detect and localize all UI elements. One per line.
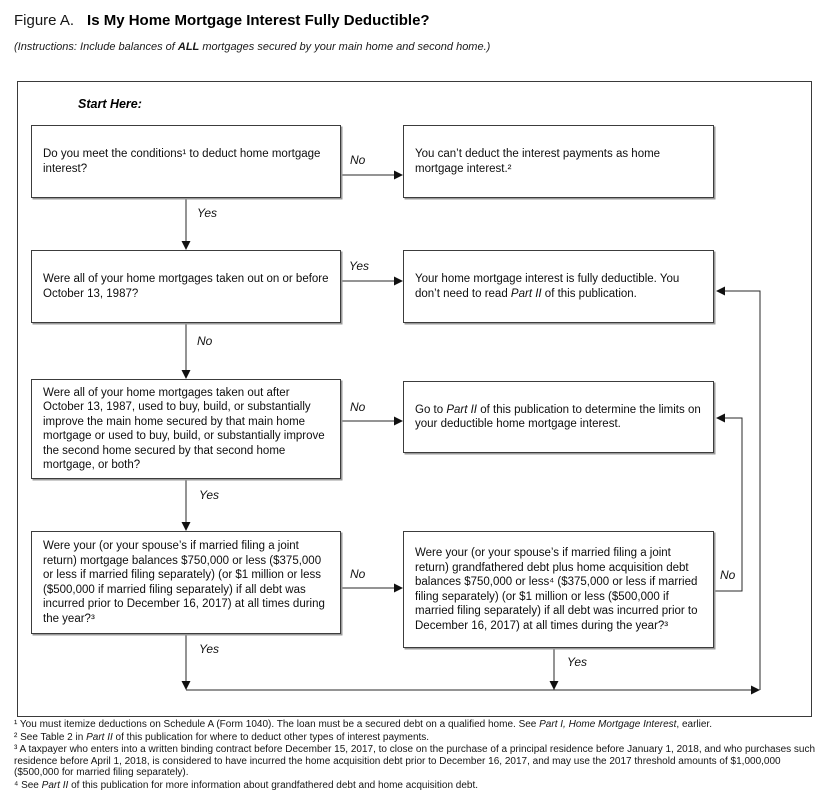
edge-label-no-box3: No (197, 334, 213, 348)
flow-box-cant-deduct-result: You can’t deduct the interest payments a… (403, 125, 714, 198)
box-text-segment: of this publication to determine the lim… (415, 403, 701, 431)
flow-box-buy-build-question: Were all of your home mortgages taken ou… (31, 379, 341, 479)
flowchart-frame: Start Here: Do you meet the conditions¹ … (17, 81, 812, 717)
box-text-segment: Your home mortgage interest is fully ded… (415, 273, 680, 300)
edge-label-yes-box7: Yes (199, 642, 220, 656)
instructions-text-end: mortgages secured by your main home and … (199, 41, 491, 53)
footnote-text: ² See Table 2 in (14, 731, 87, 743)
box-text: Go to Part II of this publication to det… (415, 403, 703, 432)
footnote-3: ³ A taxpayer who enters into a written b… (14, 744, 820, 779)
instructions-bold-text: ALL (177, 41, 200, 53)
edge-label-no-row1: No (350, 153, 366, 167)
flow-box-grandfathered-debt-question: Were your (or your spouse’s if married f… (403, 531, 714, 648)
figure-heading: Is My Home Mortgage Interest Fully Deduc… (87, 12, 430, 29)
edge-label-yes-row2: Yes (349, 259, 370, 273)
edge-label-yes-box5: Yes (199, 488, 220, 502)
box-text: Do you meet the conditions¹ to deduct ho… (43, 148, 321, 175)
flow-box-before-1987-question: Were all of your home mortgages taken ou… (31, 250, 341, 323)
box-text-segment: Go to (415, 403, 447, 416)
instructions-line: (Instructions: Include balances of ALL m… (14, 41, 490, 53)
instructions-text: (Instructions: Include balances of (14, 41, 178, 53)
footnote-text: of this publication for where to deduct … (112, 731, 430, 743)
box-text: Were your (or your spouse’s if married f… (415, 547, 698, 632)
box-text: Your home mortgage interest is fully ded… (415, 272, 703, 301)
box-text: You can’t deduct the interest payments a… (415, 148, 661, 175)
footnotes-block: ¹ You must itemize deductions on Schedul… (14, 719, 820, 793)
footnote-2: ² See Table 2 in Part II of this publica… (14, 732, 820, 744)
footnote-text: ³ A taxpayer who enters into a written b… (14, 744, 816, 779)
footnote-4: ⁴ See Part II of this publication for mo… (14, 780, 820, 792)
edge-label-yes-box1: Yes (197, 206, 218, 220)
footnote-italic: Part II (86, 731, 113, 743)
box-text-italic: Part II (446, 403, 478, 416)
footnote-text: ⁴ See (14, 779, 42, 791)
edge-label-yes-box8: Yes (567, 655, 588, 669)
footnote-1: ¹ You must itemize deductions on Schedul… (14, 719, 820, 731)
box-text: Were all of your home mortgages taken ou… (43, 386, 325, 472)
page-title: Figure A. Is My Home Mortgage Interest Fu… (14, 12, 430, 29)
edge-label-no-row4: No (350, 567, 366, 581)
flow-box-conditions-question: Do you meet the conditions¹ to deduct ho… (31, 125, 341, 198)
footnote-text: ¹ You must itemize deductions on Schedul… (14, 719, 540, 730)
footnote-italic: Part II (41, 779, 69, 791)
footnote-text: , earlier. (676, 719, 712, 730)
figure-label: Figure A. (14, 12, 75, 29)
flow-box-go-to-part2-result: Go to Part II of this publication to det… (403, 381, 714, 453)
footnote-text: of this publication for more information… (68, 779, 479, 791)
edge-label-no-box8: No (720, 568, 736, 582)
flow-box-fully-deductible-result: Your home mortgage interest is fully ded… (403, 250, 714, 323)
flow-connectors (181, 170, 761, 695)
edge-label-no-row3: No (350, 400, 366, 414)
footnote-italic: Part I, Home Mortgage Interest (539, 719, 677, 730)
flow-box-mortgage-balances-question: Were your (or your spouse’s if married f… (31, 531, 341, 634)
box-text: Were your (or your spouse’s if married f… (43, 540, 325, 625)
box-text-italic: Part II (510, 287, 542, 300)
box-text: Were all of your home mortgages taken ou… (43, 273, 329, 300)
box-text-segment: of this publication. (541, 287, 637, 300)
start-here-label: Start Here: (78, 97, 142, 111)
